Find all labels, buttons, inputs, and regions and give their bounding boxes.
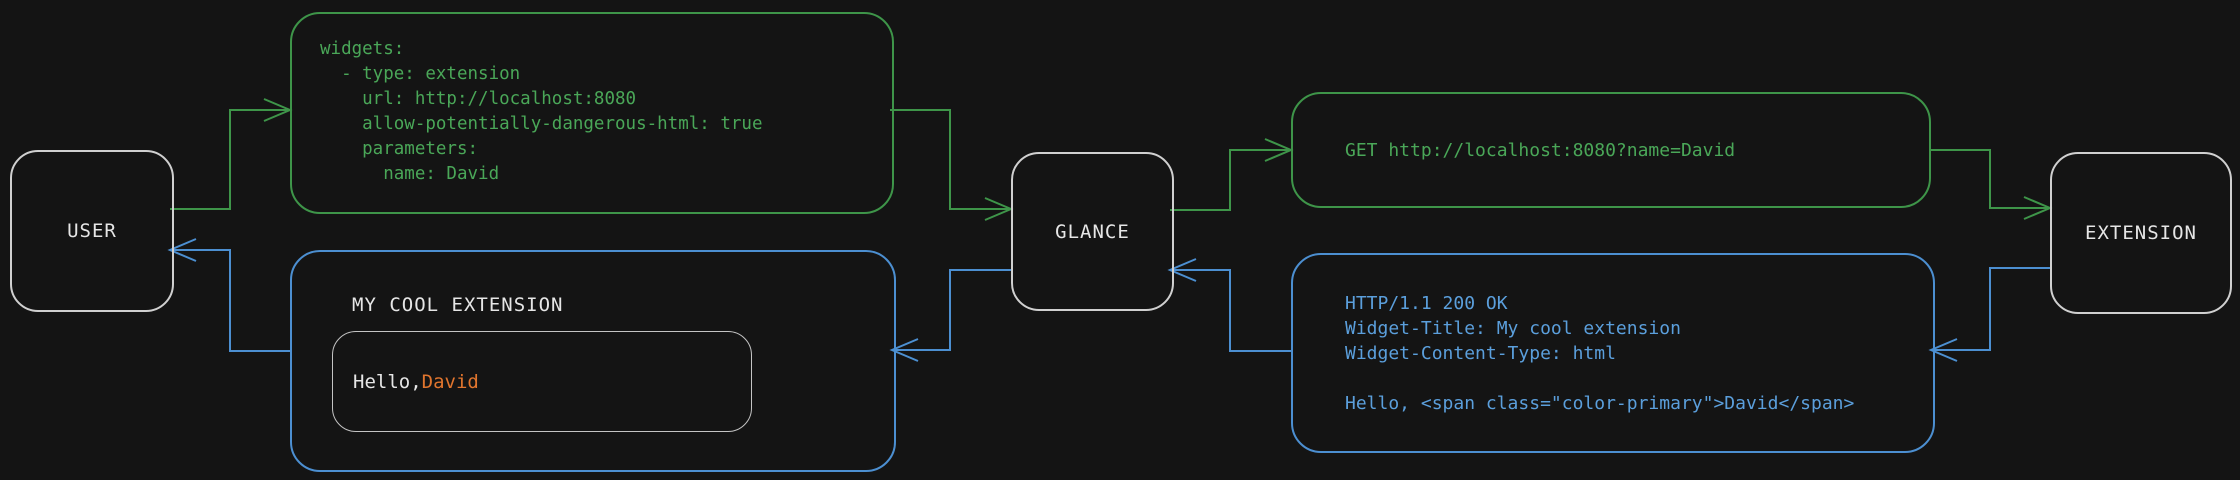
- extension-node: EXTENSION: [2050, 152, 2232, 314]
- arrow-glance-to-widget: [889, 269, 1011, 362]
- arrow-config-to-glance: [890, 109, 1014, 221]
- greeting-name: David: [421, 370, 479, 393]
- arrow-response-to-glance: [1167, 258, 1291, 352]
- http-response-code: HTTP/1.1 200 OK Widget-Title: My cool ex…: [1345, 293, 1855, 414]
- arrow-widget-to-user: [167, 238, 290, 352]
- user-node: USER: [10, 150, 174, 312]
- extension-node-label: EXTENSION: [2085, 222, 2197, 244]
- http-request-text: GET http://localhost:8080?name=David: [1345, 139, 1736, 161]
- greeting-prefix: Hello,: [353, 370, 422, 393]
- arrow-user-to-config: [170, 98, 293, 210]
- widget-preview-box: MY COOL EXTENSION Hello, David: [290, 250, 896, 472]
- user-node-label: USER: [67, 220, 117, 242]
- glance-node: GLANCE: [1011, 152, 1174, 311]
- widget-config-yaml-code: widgets: - type: extension url: http://l…: [320, 39, 763, 184]
- arrow-extension-to-response: [1928, 267, 2050, 362]
- arrow-glance-to-request: [1170, 138, 1294, 211]
- arrow-request-to-extension: [1931, 149, 2053, 220]
- http-request-box: GET http://localhost:8080?name=David: [1291, 92, 1931, 208]
- widget-preview-title: MY COOL EXTENSION: [352, 294, 564, 316]
- widget-greeting-box: Hello, David: [332, 331, 752, 432]
- widget-config-yaml-box: widgets: - type: extension url: http://l…: [290, 12, 894, 214]
- glance-node-label: GLANCE: [1055, 220, 1130, 243]
- http-response-box: HTTP/1.1 200 OK Widget-Title: My cool ex…: [1291, 253, 1935, 453]
